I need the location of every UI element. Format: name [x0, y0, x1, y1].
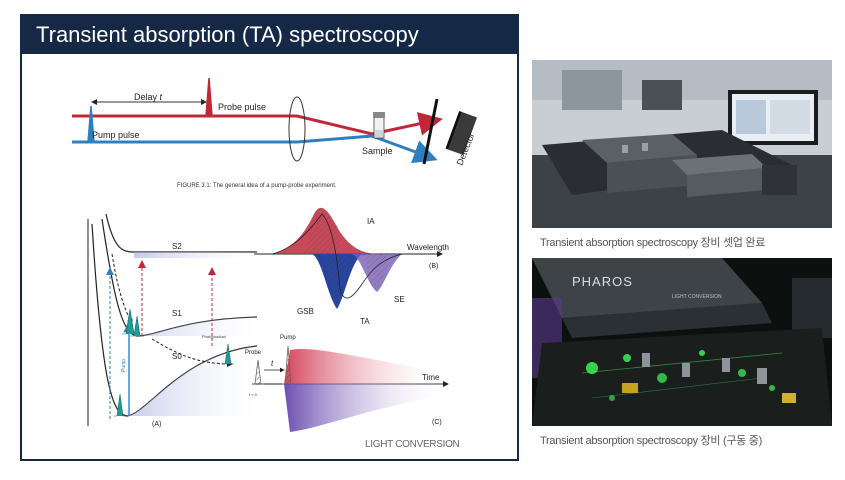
pump-pulse-shape — [82, 105, 102, 143]
ta-spectrum: IA GSB SE TA Wavelength (B) — [254, 207, 449, 326]
time-axis-label: Time — [422, 373, 440, 382]
pump-kinetics-label: Pump — [280, 335, 296, 341]
light-conversion-watermark: LIGHT CONVERSION — [365, 439, 460, 450]
sample-label: Sample — [362, 146, 393, 156]
s0-label: S0 — [172, 352, 182, 361]
ia-label: IA — [367, 217, 375, 226]
probe-pulse-shape — [200, 77, 220, 117]
setup-caption: Transient absorption spectroscopy 장비 셋업 … — [540, 237, 766, 249]
probe-kinetics-label: Probe — [245, 350, 262, 356]
pump-probe-schematic: Delay t Probe pulse Pump pulse Sample De… — [72, 77, 478, 189]
sample-vial — [373, 112, 385, 139]
running-photo: PHAROS LIGHT CONVERSION — [532, 258, 832, 426]
pharos-label: PHAROS — [572, 274, 633, 289]
wavelength-axis-label: Wavelength — [407, 243, 449, 252]
pump-beam — [72, 134, 438, 164]
t-label: t — [271, 359, 274, 368]
ta-figure: Delay t Probe pulse Pump pulse Sample De… — [72, 77, 478, 450]
running-caption: Transient absorption spectroscopy 장비 (구동… — [540, 435, 762, 447]
panel-a-label: (A) — [152, 421, 161, 428]
setup-photo — [532, 60, 832, 228]
energy-diagram: S2 S1 S0 Photoproduct Pump (A) — [87, 213, 258, 428]
probe-pulse-label: Probe pulse — [218, 102, 266, 112]
figure-panel: Transient absorption (TA) spectroscopy — [20, 14, 519, 461]
beam-block — [422, 98, 439, 165]
s1-label: S1 — [172, 309, 182, 318]
lens — [288, 96, 306, 162]
panel-c-label: (C) — [432, 419, 442, 426]
se-label: SE — [394, 295, 405, 304]
t-lt0-label: t < 0 — [249, 392, 258, 397]
ta-kinetics: Probe Pump t t < 0 Time (C) — [245, 335, 449, 432]
detector — [445, 110, 478, 156]
gsb-label: GSB — [297, 307, 314, 316]
device-maker-label: LIGHT CONVERSION — [672, 294, 722, 300]
photoproduct-label: Photoproduct — [202, 334, 227, 339]
pump-arrow-label: Pump — [121, 359, 127, 372]
s2-label: S2 — [172, 242, 182, 251]
page-title: Transient absorption (TA) spectroscopy — [22, 16, 517, 54]
probe-beam — [72, 112, 443, 136]
figure-caption: FIGURE 3.1: The general idea of a pump-p… — [177, 183, 337, 189]
ta-label: TA — [360, 317, 370, 326]
panel-b-label: (B) — [429, 263, 438, 270]
delay-label: Delay t — [134, 92, 163, 102]
pump-pulse-label: Pump pulse — [92, 130, 140, 140]
